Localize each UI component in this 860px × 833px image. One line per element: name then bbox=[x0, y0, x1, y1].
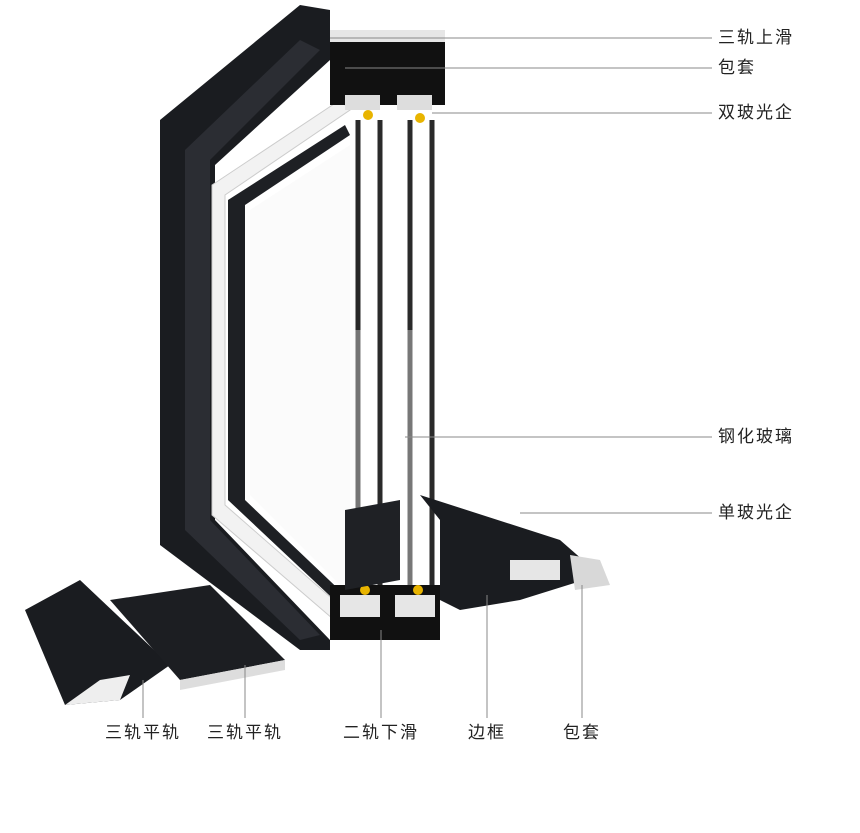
frame-profile bbox=[420, 495, 600, 610]
leader-lines bbox=[142, 37, 712, 718]
label-cover-top: 包套 bbox=[718, 58, 756, 78]
label-three-track-flat-rail-1: 三轨平轨 bbox=[105, 723, 181, 743]
label-three-track-top-slide: 三轨上滑 bbox=[718, 28, 794, 48]
label-cover-bottom: 包套 bbox=[563, 723, 601, 743]
label-tempered-glass: 钢化玻璃 bbox=[718, 427, 794, 447]
label-single-glass-stile: 单玻光企 bbox=[718, 503, 794, 523]
gasket bbox=[363, 110, 373, 120]
label-frame: 边框 bbox=[468, 723, 506, 743]
gasket bbox=[415, 113, 425, 123]
label-double-glass-stile: 双玻光企 bbox=[718, 103, 794, 123]
glass-pane bbox=[250, 145, 350, 595]
three-track-rail-1 bbox=[25, 580, 170, 705]
label-two-track-bottom-slide: 二轨下滑 bbox=[343, 723, 419, 743]
three-track-rail-2 bbox=[110, 585, 285, 680]
cover-profile bbox=[570, 555, 610, 590]
label-three-track-flat-rail-2: 三轨平轨 bbox=[207, 723, 283, 743]
